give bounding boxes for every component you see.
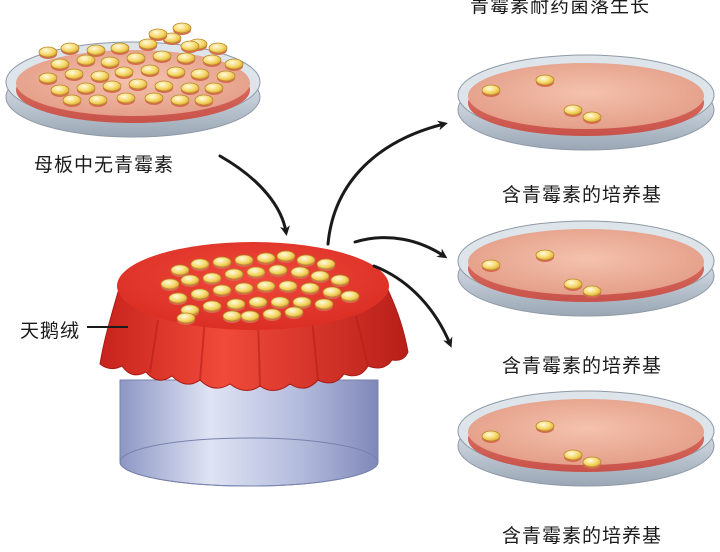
replica-1-label: 含青霉素的培养基 bbox=[502, 184, 663, 206]
top-caption: 青霉素耐药菌落生长 bbox=[470, 0, 651, 17]
master-plate bbox=[5, 22, 261, 138]
replica-plate-1 bbox=[457, 54, 715, 151]
arrow-to-replica-1 bbox=[326, 120, 448, 246]
replica-plate-2 bbox=[457, 220, 715, 317]
velvet-stamp bbox=[87, 242, 409, 487]
arrow-master-to-velvet bbox=[218, 154, 290, 236]
replica-plate-3 bbox=[457, 390, 715, 487]
replica-3-label: 含青霉素的培养基 bbox=[502, 525, 663, 547]
velvet-label: 天鹅绒 bbox=[20, 320, 81, 342]
arrows bbox=[218, 120, 453, 348]
master-plate-label: 母板中无青霉素 bbox=[34, 154, 175, 176]
replica-2-label: 含青霉素的培养基 bbox=[502, 355, 663, 377]
arrow-to-replica-3 bbox=[372, 264, 453, 348]
arrow-to-replica-2 bbox=[353, 236, 448, 259]
